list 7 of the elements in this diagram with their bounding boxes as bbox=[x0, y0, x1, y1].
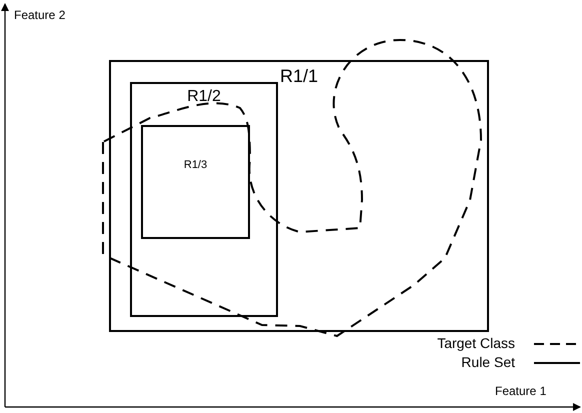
legend-label: Target Class bbox=[437, 335, 515, 351]
axis-label: Feature 2 bbox=[14, 8, 66, 22]
region-label: R1/2 bbox=[186, 88, 222, 106]
region-label: R1/3 bbox=[182, 159, 208, 171]
axis-label: Feature 1 bbox=[495, 384, 546, 398]
legend-label: Rule Set bbox=[461, 354, 515, 370]
region-label: R1/1 bbox=[278, 66, 320, 87]
